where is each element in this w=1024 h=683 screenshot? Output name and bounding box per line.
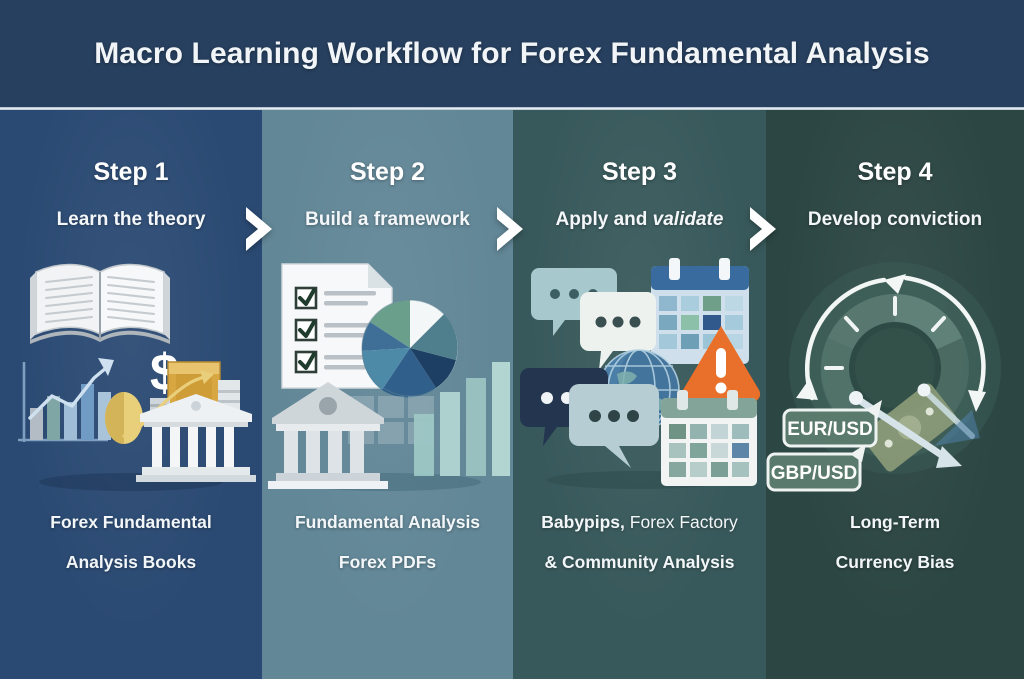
bank-building-icon [268, 382, 388, 489]
calendar-icon [661, 390, 757, 486]
page-title: Macro Learning Workflow for Forex Fundam… [94, 37, 930, 70]
step-subtitle-4: Develop conviction [807, 209, 983, 230]
caption-line-1: Fundamental Analysis [294, 512, 481, 532]
steps-container: Step 1 Learn the theory [0, 110, 1024, 679]
step-column-4[interactable]: Step 4 Develop conviction [766, 110, 1024, 679]
pie-chart-icon [361, 299, 459, 398]
chevron-right-icon-3 [746, 205, 786, 253]
step-caption-4: Long-Term Currency Bias [766, 502, 1024, 582]
svg-text:GBP/USD: GBP/USD [771, 463, 858, 484]
caption-bold-part: Babypips, [541, 512, 625, 532]
calendar-icon [651, 258, 749, 364]
step-1-illustration: $ [0, 250, 262, 495]
currency-pair-tag-icon: EUR/USD [782, 400, 882, 448]
caption-light-part: Forex Factory [624, 512, 738, 532]
svg-text:EUR/USD: EUR/USD [787, 419, 873, 440]
caption-line-2: & Community Analysis [544, 552, 735, 572]
currency-pair-tag-icon: GBP/USD [766, 444, 866, 492]
bar-chart-growth-icon [18, 358, 114, 442]
step-caption-2: Fundamental Analysis Forex PDFs [262, 502, 513, 582]
caption-line-1: Long-Term [849, 512, 941, 532]
step-label-4: Step 4 [857, 158, 933, 186]
bottom-edge-strip [0, 679, 1024, 683]
caption-line-2: Currency Bias [835, 552, 955, 572]
warning-triangle-icon [681, 326, 761, 403]
step-label-3: Step 3 [601, 158, 678, 186]
caption-line-2: Analysis Books [65, 552, 197, 572]
step-3-illustration [513, 250, 766, 495]
caption-line-1: Forex Fundamental [50, 512, 212, 532]
step-label-1: Step 1 [93, 158, 169, 186]
step-column-3[interactable]: Step 3 Apply and validate [513, 110, 766, 679]
caption-line-2: Forex PDFs [338, 552, 437, 572]
header-divider [0, 107, 1024, 110]
chevron-right-icon-2 [493, 205, 533, 253]
chevron-right-icon-1 [242, 205, 282, 253]
speech-bubble-icon [569, 384, 659, 468]
open-book-icon [30, 263, 170, 344]
caption-line-1: Babypips, Forex Factory [521, 502, 758, 542]
step-caption-3: Babypips, Forex Factory & Community Anal… [513, 502, 766, 582]
step-subtitle-3: Apply and validate [513, 209, 766, 231]
step-caption-1: Forex Fundamental Analysis Books [0, 502, 262, 582]
step-column-1[interactable]: Step 1 Learn the theory [0, 110, 262, 679]
step-subtitle-2: Build a framework [305, 209, 470, 230]
step-column-2[interactable]: Step 2 Build a framework [262, 110, 513, 679]
step-label-2: Step 2 [349, 158, 426, 186]
header-banner: Macro Learning Workflow for Forex Fundam… [0, 0, 1024, 108]
subtitle-italic: validate [652, 209, 724, 230]
bank-building-icon [136, 394, 256, 482]
subtitle-prefix: Apply and [555, 209, 653, 230]
bar-chart-icon [414, 362, 510, 476]
step-2-illustration [262, 250, 513, 495]
step-subtitle-1: Learn the theory [56, 209, 206, 230]
step-4-illustration: EUR/USD GBP/USD [766, 250, 1024, 495]
